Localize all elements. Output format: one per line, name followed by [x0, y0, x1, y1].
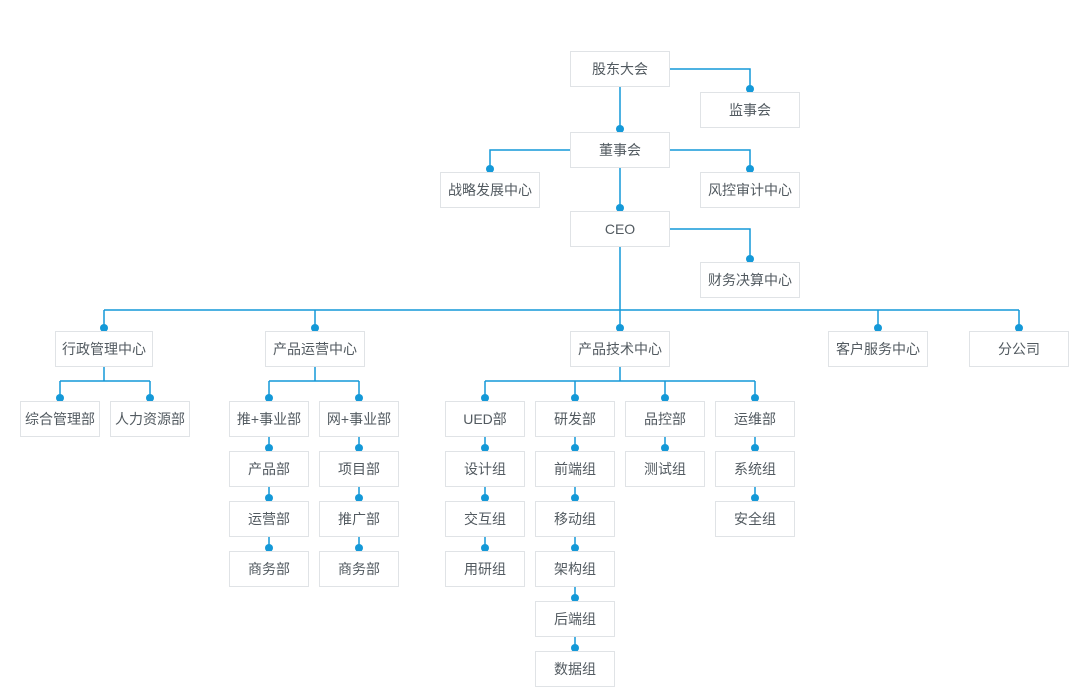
- node-ops-dept[interactable]: 运维部: [715, 401, 795, 437]
- node-finance-center[interactable]: 财务决算中心: [700, 262, 800, 298]
- node-shareholders-meeting[interactable]: 股东大会: [570, 51, 670, 87]
- node-architecture-group[interactable]: 架构组: [535, 551, 615, 587]
- node-system-group[interactable]: 系统组: [715, 451, 795, 487]
- node-backend-group[interactable]: 后端组: [535, 601, 615, 637]
- node-security-group[interactable]: 安全组: [715, 501, 795, 537]
- node-rd-dept[interactable]: 研发部: [535, 401, 615, 437]
- node-operation-dept[interactable]: 运营部: [229, 501, 309, 537]
- node-branch-company[interactable]: 分公司: [969, 331, 1069, 367]
- node-ceo[interactable]: CEO: [570, 211, 670, 247]
- node-frontend-group[interactable]: 前端组: [535, 451, 615, 487]
- node-hr-dept[interactable]: 人力资源部: [110, 401, 190, 437]
- node-ued-dept[interactable]: UED部: [445, 401, 525, 437]
- node-supervisory-board[interactable]: 监事会: [700, 92, 800, 128]
- node-general-management-dept[interactable]: 综合管理部: [20, 401, 100, 437]
- node-product-ops-center[interactable]: 产品运营中心: [265, 331, 365, 367]
- node-design-group[interactable]: 设计组: [445, 451, 525, 487]
- node-product-dept[interactable]: 产品部: [229, 451, 309, 487]
- node-board-of-directors[interactable]: 董事会: [570, 132, 670, 168]
- node-business-dept-right[interactable]: 商务部: [319, 551, 399, 587]
- node-wang-business-unit[interactable]: 网+事业部: [319, 401, 399, 437]
- node-interaction-group[interactable]: 交互组: [445, 501, 525, 537]
- node-strategy-center[interactable]: 战略发展中心: [440, 172, 540, 208]
- node-product-tech-center[interactable]: 产品技术中心: [570, 331, 670, 367]
- node-promotion-dept[interactable]: 推广部: [319, 501, 399, 537]
- node-project-dept[interactable]: 项目部: [319, 451, 399, 487]
- node-customer-service-center[interactable]: 客户服务中心: [828, 331, 928, 367]
- node-admin-center[interactable]: 行政管理中心: [55, 331, 153, 367]
- node-qc-dept[interactable]: 品控部: [625, 401, 705, 437]
- node-test-group[interactable]: 测试组: [625, 451, 705, 487]
- node-risk-audit-center[interactable]: 风控审计中心: [700, 172, 800, 208]
- node-mobile-group[interactable]: 移动组: [535, 501, 615, 537]
- node-data-group[interactable]: 数据组: [535, 651, 615, 687]
- node-business-dept-left[interactable]: 商务部: [229, 551, 309, 587]
- node-user-research-group[interactable]: 用研组: [445, 551, 525, 587]
- node-tui-business-unit[interactable]: 推+事业部: [229, 401, 309, 437]
